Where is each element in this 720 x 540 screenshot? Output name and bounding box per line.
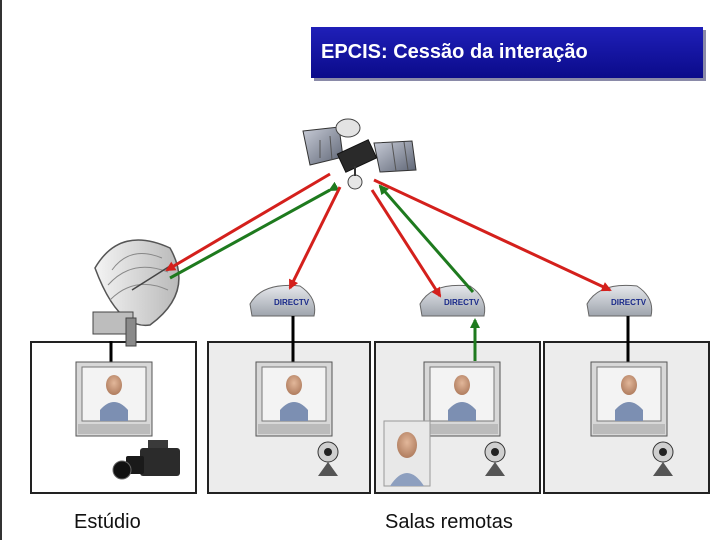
downlink-arrow bbox=[288, 186, 342, 290]
receiver-dish-icon: DIRECTV bbox=[419, 284, 486, 317]
tv-monitor-icon bbox=[423, 361, 501, 437]
receiver-dish-icon: DIRECTV bbox=[249, 284, 316, 317]
video-camera-icon bbox=[112, 440, 180, 480]
remote-rooms-caption: Salas remotas bbox=[385, 511, 513, 533]
webcam-icon bbox=[652, 441, 674, 476]
receiver-dish-icon: DIRECTV bbox=[586, 284, 653, 317]
receiver-brand-label: DIRECTV bbox=[611, 298, 647, 307]
uplink-arrow bbox=[169, 181, 340, 280]
uplink-arrow bbox=[378, 184, 475, 293]
studio-caption: Estúdio bbox=[74, 511, 141, 533]
webcam-icon bbox=[317, 441, 339, 476]
webcam-icon bbox=[484, 441, 506, 476]
page-left-border bbox=[0, 0, 2, 540]
tv-monitor-icon bbox=[75, 361, 153, 437]
receiver-brand-label: DIRECTV bbox=[444, 298, 480, 307]
title-banner: EPCIS: Cessão da interação bbox=[311, 27, 703, 78]
tv-monitor-icon bbox=[590, 361, 668, 437]
satellite-icon bbox=[302, 118, 417, 190]
downlink-arrow bbox=[373, 178, 612, 292]
downlink-arrow bbox=[165, 172, 331, 272]
person-photo-icon bbox=[383, 420, 431, 487]
tv-monitor-icon bbox=[255, 361, 333, 437]
presenter-face bbox=[106, 375, 122, 395]
satellite-dish-icon bbox=[92, 239, 180, 347]
downlink-arrow bbox=[370, 189, 442, 298]
receiver-brand-label: DIRECTV bbox=[274, 298, 310, 307]
page-title: EPCIS: Cessão da interação bbox=[321, 41, 588, 63]
